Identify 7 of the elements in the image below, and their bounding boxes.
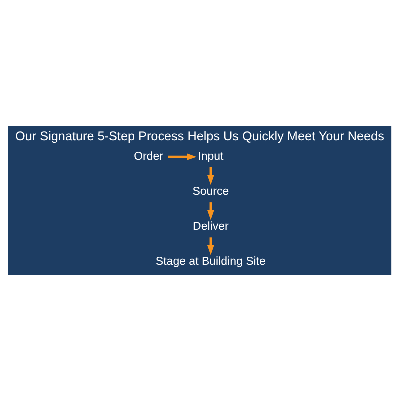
node-text: Source: [192, 186, 230, 198]
node-text: Order: [134, 150, 164, 162]
node-text: Stage at Building Site: [156, 256, 266, 268]
arrow: [168, 153, 197, 160]
node-text: Deliver: [193, 220, 229, 233]
diagram-title: Our Signature 5-Step Process Helps Us Quickly Meet Your Needs: [16, 129, 384, 144]
node-text: Input: [198, 150, 224, 162]
